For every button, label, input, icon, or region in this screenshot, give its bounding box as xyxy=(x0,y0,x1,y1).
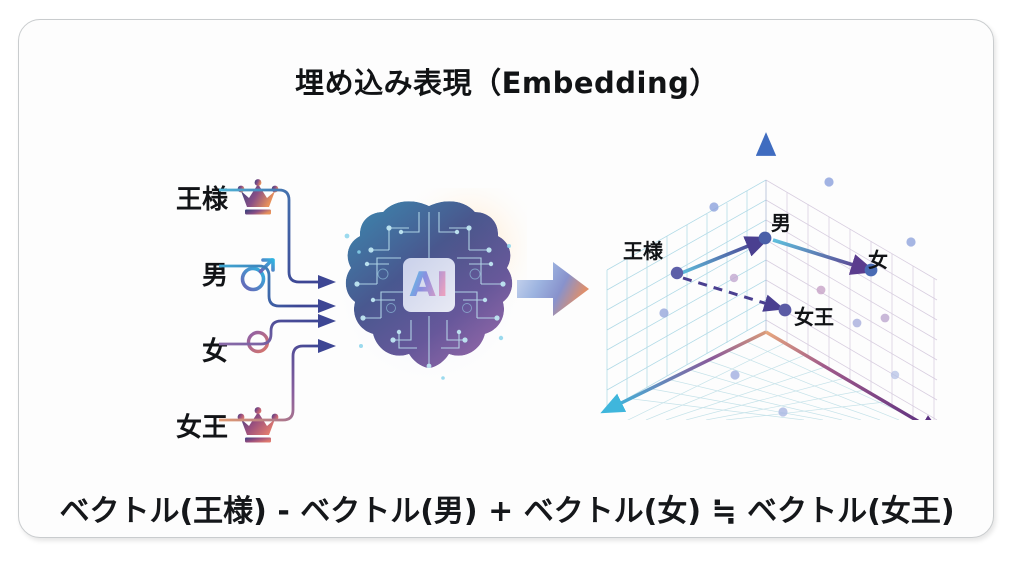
point-woman xyxy=(864,263,878,277)
diagram-card: 埋め込み表現（Embedding） 王様 xyxy=(18,19,994,538)
left-depth-axis xyxy=(600,330,767,414)
vector-man-to-woman xyxy=(772,238,877,275)
vector-king-to-queen-dashed xyxy=(682,276,785,312)
input-word-queen[interactable]: 女王 xyxy=(79,402,279,448)
plot-label-woman: 女 xyxy=(868,248,888,272)
plot-label-man: 男 xyxy=(771,211,791,235)
male-symbol-icon xyxy=(240,258,275,292)
vector-king-to-man xyxy=(678,236,771,276)
ai-chip-label: AI xyxy=(410,265,449,305)
embedding-space-plot xyxy=(600,132,944,420)
point-king xyxy=(670,266,684,280)
word-to-brain-connectors xyxy=(219,188,336,422)
input-word-queen-label: 女王 xyxy=(175,412,228,443)
input-word-woman-label: 女 xyxy=(201,336,228,367)
right-horizontal-axis xyxy=(765,330,944,420)
plot-label-queen: 女王 xyxy=(794,305,834,329)
ai-brain-icon: AI xyxy=(331,188,527,388)
transform-arrow-icon xyxy=(517,262,589,316)
background-points xyxy=(659,177,916,417)
point-man xyxy=(758,231,772,245)
labeled-points xyxy=(670,231,878,317)
input-word-woman[interactable]: 女 xyxy=(79,326,279,372)
page-title: 埋め込み表現（Embedding） xyxy=(295,66,719,100)
embedding-equation: ベクトル(王様) - ベクトル(男) + ベクトル(女) ≒ ベクトル(女王) xyxy=(59,494,955,529)
plot-label-king: 王様 xyxy=(623,239,663,263)
point-queen xyxy=(778,303,792,317)
